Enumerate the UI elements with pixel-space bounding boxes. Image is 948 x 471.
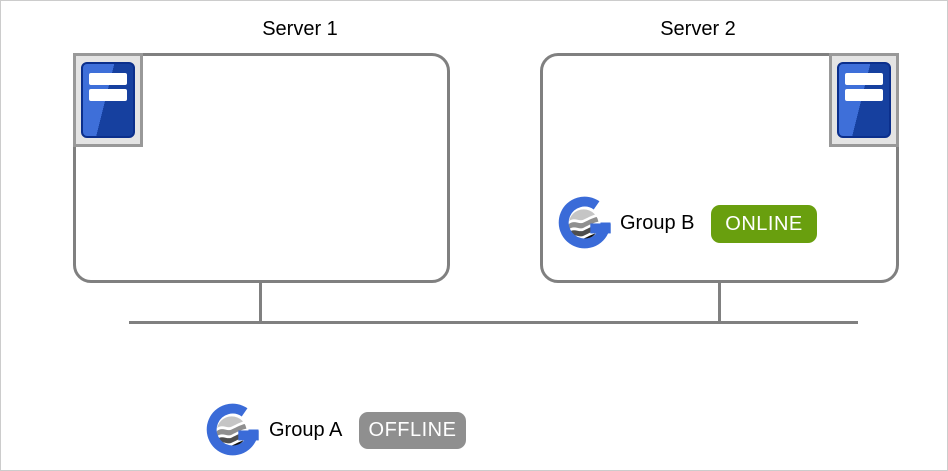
tower-slot [89, 73, 127, 85]
network-bus-line [129, 321, 858, 324]
cluster-group-globe-icon [558, 194, 615, 251]
server2-icon-frame [829, 53, 899, 147]
status-badge-online: ONLINE [711, 205, 817, 243]
server2-connector-line [718, 282, 721, 322]
server1-icon-frame [73, 53, 143, 147]
status-badge-offline: OFFLINE [359, 412, 466, 449]
group-b-label: Group B [620, 212, 695, 234]
tower-server-icon [81, 62, 135, 138]
tower-slot [845, 89, 883, 101]
group-a-label: Group A [269, 419, 343, 441]
cluster-group-globe-icon [206, 401, 263, 458]
tower-server-icon [837, 62, 891, 138]
tower-slot [89, 89, 127, 101]
tower-slot [845, 73, 883, 85]
server2-title: Server 2 [660, 18, 736, 40]
server1-connector-line [259, 282, 262, 322]
server1-title: Server 1 [262, 18, 338, 40]
